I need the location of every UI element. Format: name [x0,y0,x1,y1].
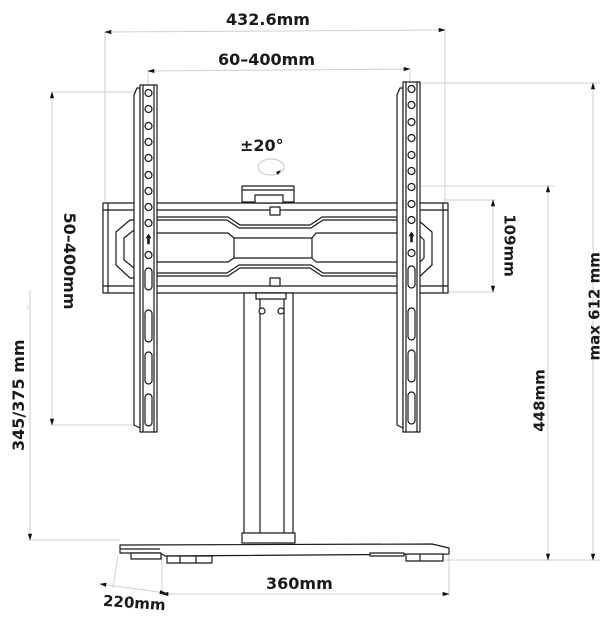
stand-drawing [102,81,450,564]
screen-bottom-height-label: 345/375 mm [9,339,28,451]
bracket-height-label: 109mm [500,214,519,277]
dimension-lines [27,30,600,596]
min-height-label: 448mm [530,369,549,432]
dimension-arrows [27,27,596,597]
max-height-label: max 612 mm [585,252,604,361]
swivel-indicator [257,158,285,176]
base [119,543,450,564]
right-vertical-arm [396,81,421,433]
column [241,292,296,544]
left-vertical-arm [133,84,158,433]
swivel-angle-label: ±20° [240,136,284,155]
base-width-label: 360mm [266,574,333,593]
vesa-vertical-label: 50–400mm [60,212,79,310]
vesa-horizontal-label: 60–400mm [218,50,316,69]
base-depth-label: 220mm [102,591,167,615]
overall-width-label: 432.6mm [226,10,310,29]
swivel-head [241,185,295,204]
